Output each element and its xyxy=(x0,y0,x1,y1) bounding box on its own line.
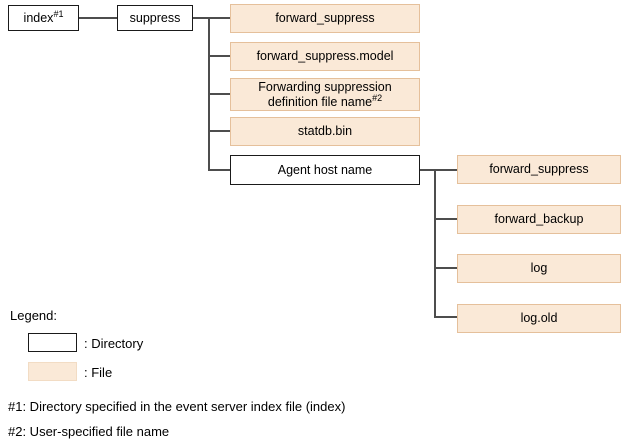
node-statdb-bin: statdb.bin xyxy=(230,117,420,146)
connector-line xyxy=(208,169,230,171)
footnote-ref-1: #1 xyxy=(53,8,64,19)
node-agent-host-name-label: Agent host name xyxy=(277,162,373,177)
legend-file-swatch xyxy=(28,362,77,381)
node-forward-suppress-label: forward_suppress xyxy=(275,11,375,25)
node-agent-forward-suppress: forward_suppress xyxy=(457,155,621,184)
node-agent-forward-suppress-label: forward_suppress xyxy=(489,162,589,176)
node-agent-forward-backup: forward_backup xyxy=(457,205,621,234)
connector-line xyxy=(79,17,117,19)
connector-line xyxy=(208,130,230,132)
legend-directory-label: : Directory xyxy=(84,336,144,351)
connector-line xyxy=(193,17,230,19)
node-agent-host-name: Agent host name xyxy=(230,155,420,185)
connector-line xyxy=(434,316,457,318)
legend-file-label: : File xyxy=(84,365,113,380)
node-index-label: index#1 xyxy=(23,8,64,25)
connector-line xyxy=(434,218,457,220)
footnote-ref-2: #2 xyxy=(372,92,383,103)
node-suppress-label: suppress xyxy=(129,10,181,25)
connector-line xyxy=(434,169,436,318)
node-agent-log-label: log xyxy=(530,261,548,275)
node-forward-suppress-model: forward_suppress.model xyxy=(230,42,420,71)
connector-line xyxy=(208,93,230,95)
connector-line xyxy=(420,169,457,171)
connector-line xyxy=(434,267,457,269)
footnote-1: #1: Directory specified in the event ser… xyxy=(8,399,346,414)
node-agent-forward-backup-label: forward_backup xyxy=(494,212,584,226)
node-forward-suppress-model-label: forward_suppress.model xyxy=(256,49,394,63)
node-forwarding-suppression-definition-label: Forwarding suppression definition file n… xyxy=(258,79,392,109)
legend-directory-swatch xyxy=(28,333,77,352)
footnote-2: #2: User-specified file name xyxy=(8,424,170,439)
node-agent-log-old-label: log.old xyxy=(520,311,558,325)
node-agent-log-old: log.old xyxy=(457,304,621,333)
node-index: index#1 xyxy=(8,5,79,31)
node-suppress: suppress xyxy=(117,5,193,31)
node-forward-suppress: forward_suppress xyxy=(230,4,420,33)
node-forwarding-suppression-definition: Forwarding suppression definition file n… xyxy=(230,78,420,111)
node-statdb-bin-label: statdb.bin xyxy=(297,124,353,138)
connector-line xyxy=(208,55,230,57)
legend-title: Legend: xyxy=(10,308,57,323)
node-agent-log: log xyxy=(457,254,621,283)
